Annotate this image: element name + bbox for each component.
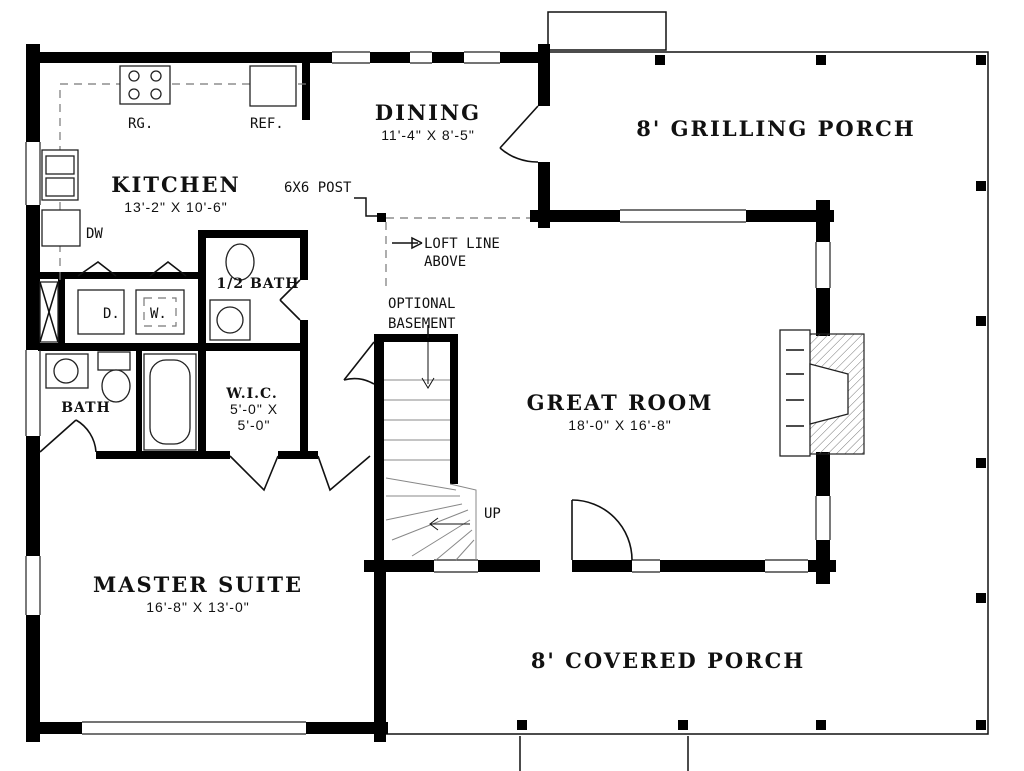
loft-label-2: ABOVE [424,254,466,270]
refrigerator-icon [249,65,297,107]
toilet-icon [225,243,255,281]
range-label: RG. [128,116,153,132]
dining-title: DINING [375,100,481,125]
wic-dims-1: 5'-0" X [230,401,278,417]
fireplace [779,329,865,457]
loft-label-1: LOFT LINE [424,236,500,252]
laundry: D. W. [39,281,185,343]
post-and-loft [354,197,530,338]
kitchen-dims: 13'-2" X 10'-6" [124,199,227,215]
master-suite-dims: 16'-8" X 13'-0" [146,599,249,615]
post-label: 6X6 POST [284,180,352,196]
labels: DINING 11'-4" X 8'-5" 8' GRILLING PORCH … [61,100,915,673]
refrigerator-label: REF. [250,116,284,132]
toilet-icon [101,369,131,403]
walls [26,44,836,742]
basement-label-1: OPTIONAL [388,296,455,312]
wic-dims-2: 5'-0" [238,417,271,433]
grilling-porch-title: 8' GRILLING PORCH [636,116,915,141]
kitchen-fixtures: RG. REF. DW [41,65,310,280]
porch-posts [517,55,986,730]
washer-label: W. [150,306,167,322]
dining-dims: 11'-4" X 8'-5" [381,127,475,143]
basement-label-2: BASEMENT [388,316,456,332]
dishwasher-label: DW [86,226,103,242]
stairs [384,342,477,561]
windows [25,51,831,735]
stairs-up-label: UP [484,506,501,522]
wic-title: W.I.C. [225,386,278,402]
half-bath-fixtures [209,243,255,341]
porch-outline [380,11,989,771]
great-room-title: GREAT ROOM [527,390,714,415]
covered-porch-title: 8' COVERED PORCH [531,648,805,673]
great-room-dims: 18'-0" X 16'-8" [568,417,671,433]
dishwasher-icon [41,209,81,247]
dryer-icon [77,289,125,335]
bath-fixtures [45,351,197,451]
dryer-label: D. [103,306,120,322]
range-icon [119,65,171,105]
post-icon [377,213,386,222]
master-suite-title: MASTER SUITE [93,572,303,597]
kitchen-title: KITCHEN [111,172,240,197]
half-bath-title: 1/2 BATH [216,276,299,292]
bath-title: BATH [61,400,111,416]
doors [39,105,633,561]
